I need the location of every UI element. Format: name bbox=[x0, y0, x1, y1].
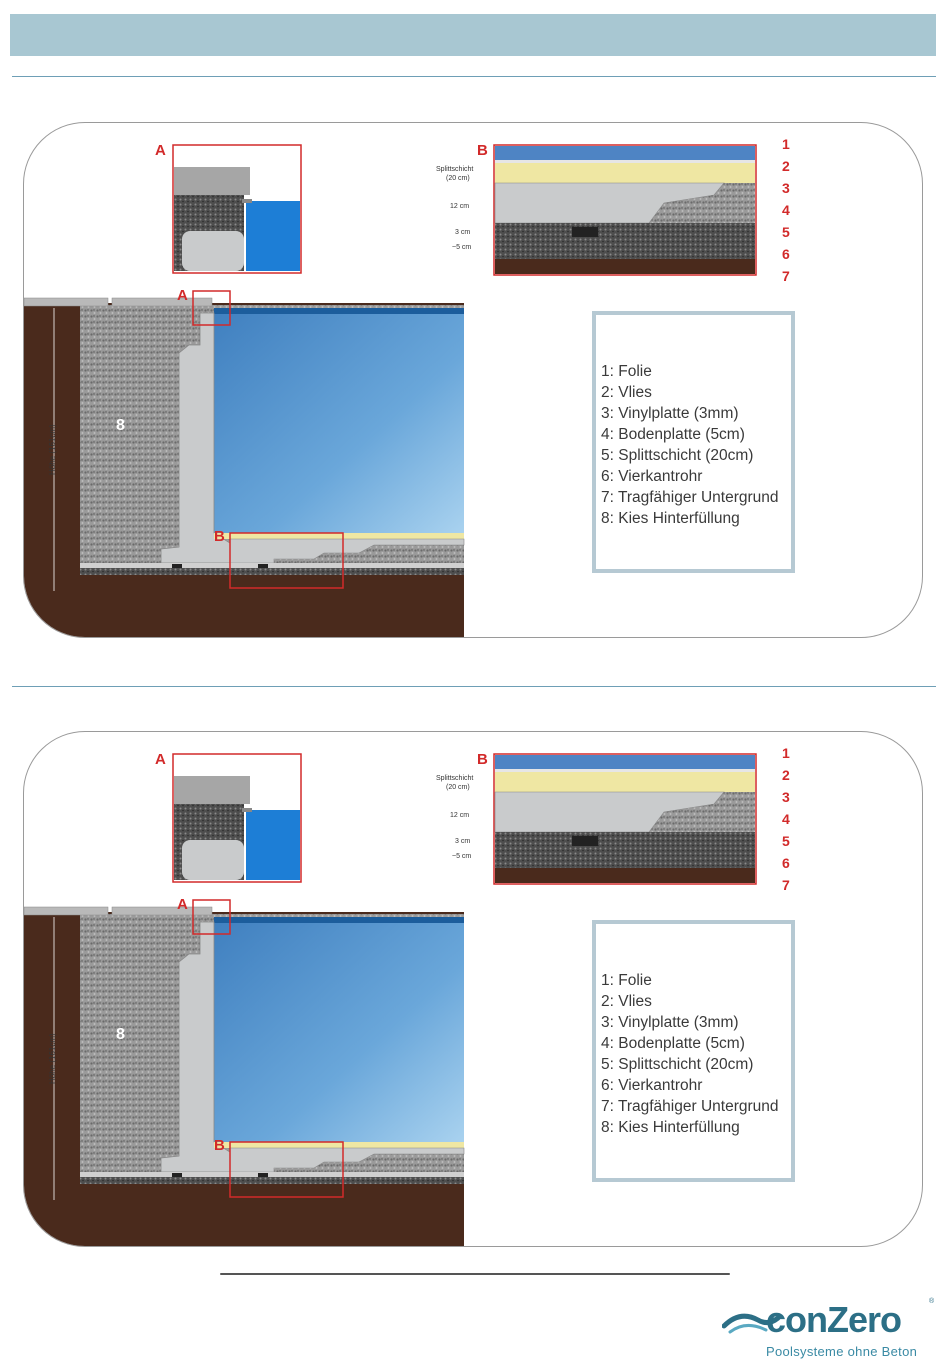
cross-section-panel-2: A B A B Splittschicht (20 cm) 12 cm 3 cm… bbox=[23, 731, 923, 1247]
logo-tagline: Poolsysteme ohne Beton bbox=[766, 1344, 918, 1359]
legend-item: 2: Vlies bbox=[601, 384, 652, 401]
legend-item: 3: Vinylplatte (3mm) bbox=[601, 405, 739, 422]
backfill-number-8: 8 bbox=[116, 1026, 125, 1043]
height-label: Höhe (161cm) bbox=[48, 424, 57, 475]
pool-cross-section-diagram bbox=[24, 144, 757, 637]
dim-splittschicht: Splittschicht bbox=[436, 166, 474, 173]
dim-5cm: ~5 cm bbox=[452, 853, 472, 860]
legend-item: 8: Kies Hinterfüllung bbox=[601, 1119, 740, 1136]
layer-number-3: 3 bbox=[782, 789, 790, 805]
legend-item: 5: Splittschicht (20cm) bbox=[601, 447, 754, 464]
layer-number-2: 2 bbox=[782, 767, 790, 783]
layer-number-7: 7 bbox=[782, 877, 790, 893]
layer-number-4: 4 bbox=[782, 202, 790, 218]
logo-name: conZero bbox=[766, 1299, 902, 1340]
logo-registered-mark: ® bbox=[929, 1298, 935, 1305]
legend-item: 7: Tragfähiger Untergrund bbox=[601, 489, 779, 506]
legend-item: 6: Vierkantrohr bbox=[601, 468, 703, 485]
dim-3cm: 3 cm bbox=[455, 229, 471, 236]
middle-divider bbox=[12, 686, 936, 687]
layer-number-6: 6 bbox=[782, 246, 790, 262]
callout-a-inset: A bbox=[155, 142, 166, 159]
layer-number-7: 7 bbox=[782, 268, 790, 284]
wave-icon bbox=[722, 1313, 781, 1334]
legend-box: 1: Folie 2: Vlies 3: Vinylplatte (3mm) 4: B… bbox=[592, 311, 795, 573]
callout-a-inset: A bbox=[155, 751, 166, 768]
dim-splittschicht-value: (20 cm) bbox=[446, 784, 470, 791]
layer-number-5: 5 bbox=[782, 833, 790, 849]
top-divider bbox=[12, 76, 936, 77]
dim-12cm: 12 cm bbox=[450, 203, 470, 210]
conzero-logo: conZero ® Poolsysteme ohne Beton bbox=[722, 1298, 940, 1363]
layer-number-5: 5 bbox=[782, 224, 790, 240]
dim-splittschicht: Splittschicht bbox=[436, 775, 474, 782]
legend-item: 2: Vlies bbox=[601, 993, 652, 1010]
dim-12cm: 12 cm bbox=[450, 812, 470, 819]
callout-b-main: B bbox=[214, 1137, 225, 1154]
pool-cross-section-diagram bbox=[24, 753, 757, 1246]
legend-item: 6: Vierkantrohr bbox=[601, 1077, 703, 1094]
legend-item: 4: Bodenplatte (5cm) bbox=[601, 1035, 745, 1052]
layer-number-1: 1 bbox=[782, 745, 790, 761]
legend-item: 5: Splittschicht (20cm) bbox=[601, 1056, 754, 1073]
dim-3cm: 3 cm bbox=[455, 838, 471, 845]
layer-number-1: 1 bbox=[782, 136, 790, 152]
layer-number-4: 4 bbox=[782, 811, 790, 827]
callout-a-main: A bbox=[177, 287, 188, 304]
callout-b-inset: B bbox=[477, 142, 488, 159]
footer-line bbox=[220, 1273, 730, 1275]
legend-item: 1: Folie bbox=[601, 972, 652, 989]
legend-item: 3: Vinylplatte (3mm) bbox=[601, 1014, 739, 1031]
callout-a-main: A bbox=[177, 896, 188, 913]
layer-number-2: 2 bbox=[782, 158, 790, 174]
layer-number-3: 3 bbox=[782, 180, 790, 196]
dim-5cm: ~5 cm bbox=[452, 244, 472, 251]
legend-box: 1: Folie 2: Vlies 3: Vinylplatte (3mm) 4: B… bbox=[592, 920, 795, 1182]
cross-section-panel-1: A B A B Splittschicht (20 cm) 12 cm 3 cm… bbox=[23, 122, 923, 638]
height-label: Höhe (161cm) bbox=[48, 1033, 57, 1084]
header-bar bbox=[10, 14, 936, 56]
legend-item: 8: Kies Hinterfüllung bbox=[601, 510, 740, 527]
legend-item: 1: Folie bbox=[601, 363, 652, 380]
legend-item: 7: Tragfähiger Untergrund bbox=[601, 1098, 779, 1115]
callout-b-inset: B bbox=[477, 751, 488, 768]
legend-item: 4: Bodenplatte (5cm) bbox=[601, 426, 745, 443]
callout-b-main: B bbox=[214, 528, 225, 545]
backfill-number-8: 8 bbox=[116, 417, 125, 434]
dim-splittschicht-value: (20 cm) bbox=[446, 175, 470, 182]
layer-number-6: 6 bbox=[782, 855, 790, 871]
